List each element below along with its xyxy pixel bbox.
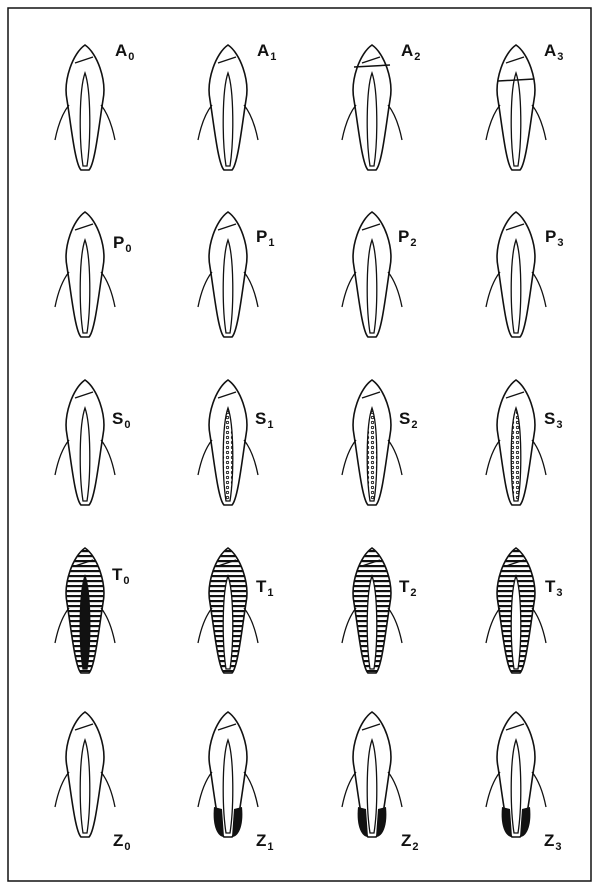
label-t0: T0 xyxy=(112,566,130,587)
label-p1: P1 xyxy=(256,228,274,249)
label-s1: S1 xyxy=(255,410,273,431)
label-s2: S2 xyxy=(399,410,417,431)
label-t1: T1 xyxy=(256,578,274,599)
label-p2: P2 xyxy=(398,228,416,249)
label-a0: A0 xyxy=(115,42,134,63)
label-p3: P3 xyxy=(545,228,563,249)
label-z0: Z0 xyxy=(113,832,131,853)
label-z2: Z2 xyxy=(401,832,419,853)
label-p0: P0 xyxy=(113,234,131,255)
label-t2: T2 xyxy=(399,578,417,599)
label-a2: A2 xyxy=(401,42,420,63)
label-z3: Z3 xyxy=(544,832,562,853)
label-a3: A3 xyxy=(544,42,563,63)
label-s3: S3 xyxy=(544,410,562,431)
label-z1: Z1 xyxy=(256,832,274,853)
label-a1: A1 xyxy=(257,42,276,63)
label-s0: S0 xyxy=(112,410,130,431)
label-t3: T3 xyxy=(545,578,563,599)
